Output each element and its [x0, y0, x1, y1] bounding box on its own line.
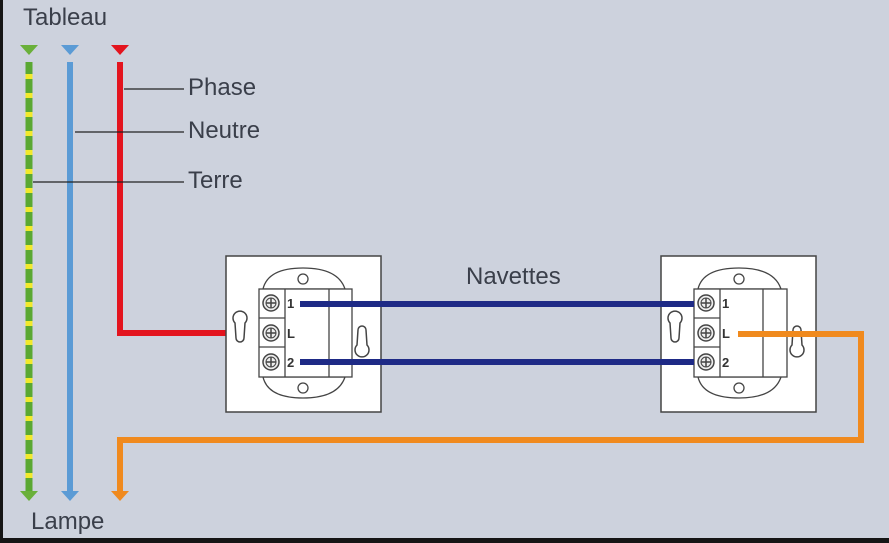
mount-slot-left-icon [232, 310, 248, 343]
screw-1-icon [262, 294, 280, 312]
left-terminal-2: 2 [287, 355, 294, 370]
legend-neutre: Neutre [188, 117, 261, 144]
neutre-bottom-arrow [61, 491, 79, 501]
terre-top-arrow [20, 45, 38, 55]
right-terminal-2: 2 [722, 355, 729, 370]
terre-bottom-arrow [20, 491, 38, 501]
mount-slot-left-icon [667, 310, 683, 343]
screw-1-icon [697, 294, 715, 312]
wiring-diagram: 1 L 2 1 L 2 Tableau Phase Neutre Terre N… [3, 0, 889, 538]
lampe-title: Lampe [31, 508, 105, 535]
right-terminal-L: L [722, 326, 730, 341]
tableau-title: Tableau [23, 4, 108, 31]
mount-slot-right-icon [354, 325, 370, 358]
legend-phase: Phase [188, 74, 257, 101]
screw-2-icon [697, 353, 715, 371]
left-terminal-L: L [287, 326, 295, 341]
screw-L-icon [697, 324, 715, 342]
retour-bottom-arrow [111, 491, 129, 501]
retour-wire [117, 331, 864, 491]
neutre-top-arrow [61, 45, 79, 55]
legend-terre: Terre [188, 167, 243, 194]
diagram-svg: 1 L 2 1 L 2 [20, 45, 864, 501]
switch-left [225, 255, 382, 413]
phase-top-arrow [111, 45, 129, 55]
screw-2-icon [262, 353, 280, 371]
right-terminal-1: 1 [722, 296, 729, 311]
screw-L-icon [262, 324, 280, 342]
phase-wire [117, 62, 241, 336]
left-terminal-1: 1 [287, 296, 294, 311]
navettes-label: Navettes [466, 263, 561, 290]
